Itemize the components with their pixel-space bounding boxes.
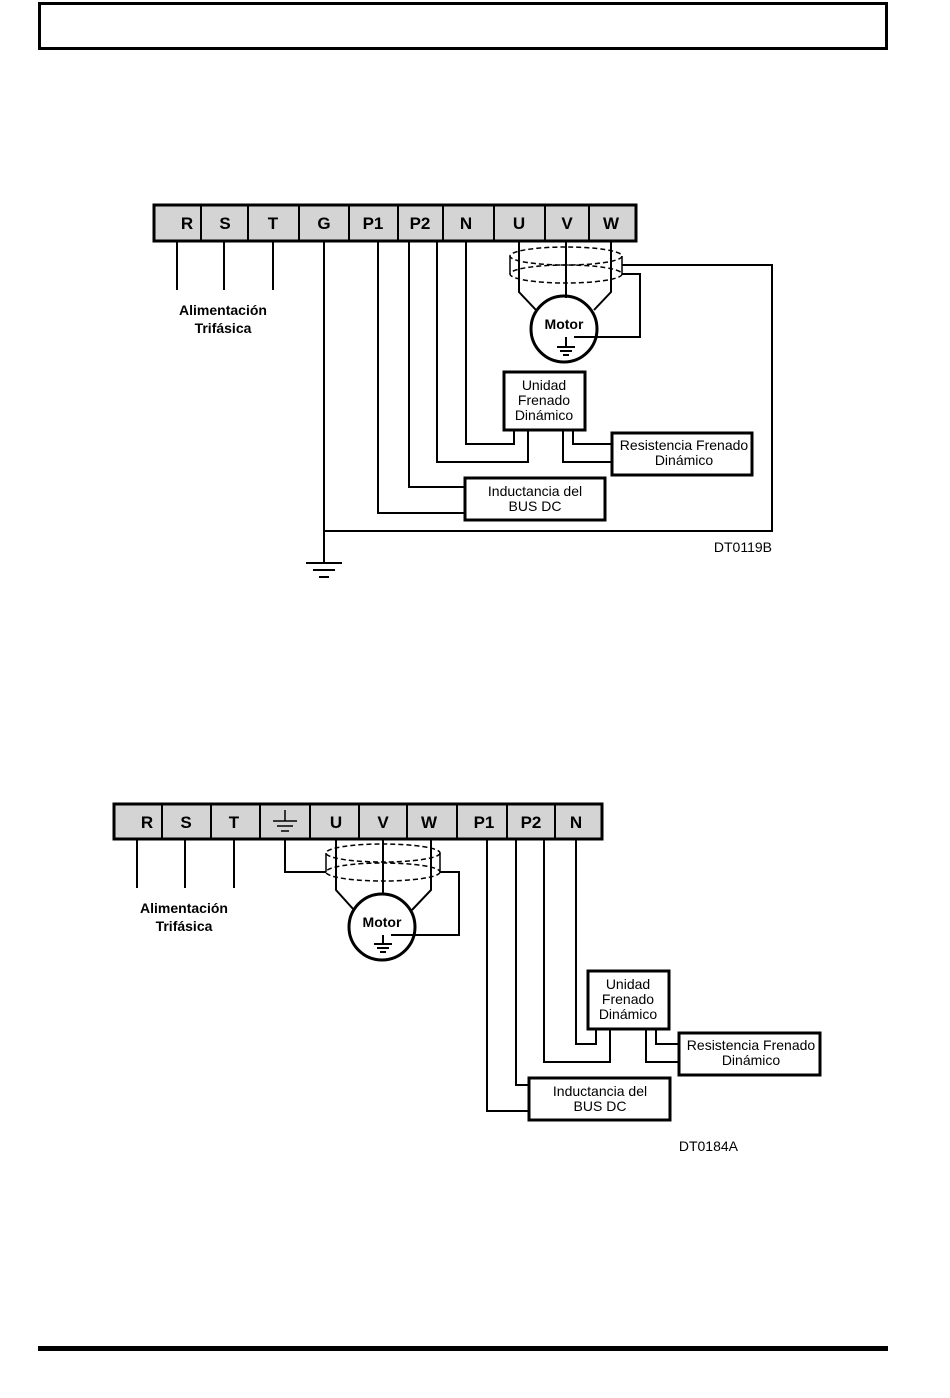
inductance-label-bottom: Inductancia del (553, 1083, 647, 1099)
diagram-code-bottom: DT0184A (679, 1138, 739, 1154)
terminal-label-bottom: P2 (521, 813, 542, 832)
terminal-label-bottom: W (421, 813, 438, 832)
terminal-label-bottom: P1 (474, 813, 495, 832)
terminal-label-top: U (513, 214, 525, 233)
supply-label-bottom: Trifásica (156, 918, 213, 934)
resistor-label-bottom: Resistencia Frenado (687, 1037, 816, 1053)
supply-label-bottom: Alimentación (140, 900, 228, 916)
inductance-label-top: Inductancia del (488, 483, 582, 499)
resistor-label-top: Resistencia Frenado (620, 437, 749, 453)
motor-earth-top (557, 337, 575, 355)
terminal-label-bottom: V (377, 813, 389, 832)
brake-unit-label-top: Frenado (518, 392, 570, 408)
brake-unit-label-bottom: Dinámico (599, 1006, 658, 1022)
terminal-label-top: W (603, 214, 620, 233)
diagram-code-top: DT0119B (714, 539, 772, 555)
terminal-label-bottom: N (570, 813, 582, 832)
terminal-label-top: T (268, 214, 279, 233)
supply-label-top: Trifásica (195, 320, 252, 336)
terminal-label-top: S (219, 214, 230, 233)
terminal-label-top: P2 (410, 214, 431, 233)
earth-symbol-top (306, 563, 342, 577)
diagram-top (154, 205, 772, 577)
brake-unit-label-top: Unidad (522, 377, 566, 393)
terminal-label-top: P1 (363, 214, 384, 233)
terminal-label-top: G (317, 214, 330, 233)
brake-unit-label-bottom: Frenado (602, 991, 654, 1007)
resistor-label-top: Dinámico (655, 452, 714, 468)
supply-label-top: Alimentación (179, 302, 267, 318)
terminal-label-top: R (181, 214, 193, 233)
resistor-label-bottom: Dinámico (722, 1052, 781, 1068)
motor-label-top: Motor (545, 316, 584, 332)
inductance-label-top: BUS DC (509, 498, 562, 514)
terminal-label-bottom: U (330, 813, 342, 832)
motor-earth-bottom (374, 935, 392, 952)
brake-unit-label-bottom: Unidad (606, 976, 650, 992)
motor-label-bottom: Motor (363, 914, 402, 930)
terminal-label-bottom: T (229, 813, 240, 832)
terminal-label-top: N (460, 214, 472, 233)
diagram-bottom (114, 804, 820, 1120)
inductance-label-bottom: BUS DC (574, 1098, 627, 1114)
terminal-label-bottom: R (141, 813, 153, 832)
terminal-label-top: V (561, 214, 573, 233)
page-footer-rule (38, 1346, 888, 1351)
terminal-label-bottom: S (180, 813, 191, 832)
diagram-bottom-labels: R S T U V W P1 P2 N Alimentación Trifási… (140, 813, 815, 1154)
brake-unit-label-top: Dinámico (515, 407, 574, 423)
